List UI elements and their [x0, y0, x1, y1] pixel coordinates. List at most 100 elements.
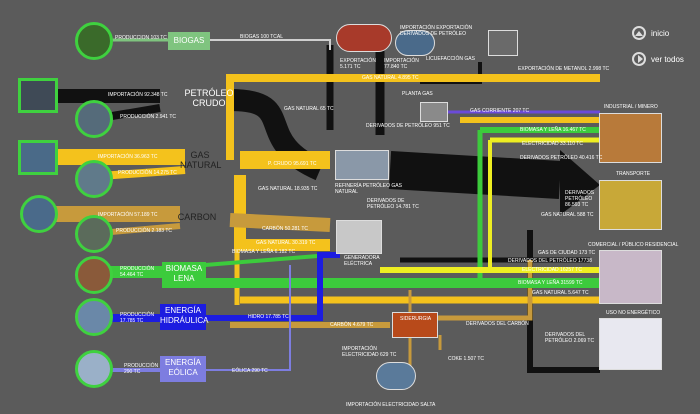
prod-gas-label: PRODUCCIÓN 14.275 TC — [118, 170, 177, 176]
inicio-label: inicio — [651, 28, 670, 38]
inicio-button[interactable]: inicio — [632, 26, 669, 40]
export-metanol-label: EXPORTACIÓN DE METANOL 2.998 TC — [518, 66, 610, 72]
hidro-label: HIDRO 17.785 TC — [248, 314, 289, 320]
biomasa-6182-label: BIOMASA Y LEÑA 6.182 TC — [232, 249, 296, 255]
derivados-951-label: DERIVADOS DE PETRÓLEO 951 TC — [366, 123, 450, 129]
refineria-label: REFINERÍA PETRÓLEO GAS NATURAL — [335, 183, 402, 195]
derivados-40416-label: DERIVADOS PETRÓLEO 40.416 TC — [520, 155, 603, 161]
up-arrow-icon — [632, 26, 646, 40]
importacion-label: IMPORTACIÓN 77.840 TC — [384, 58, 419, 70]
uso-no-energetico-label: USO NO ENERGÉTICO — [606, 310, 661, 316]
derivados-14781-label: DERIVADOS DE PETRÓLEO 14.781 TC — [367, 198, 419, 210]
import-elec-salta-label: IMPORTACIÓN ELECTRICIDAD SALTA — [346, 402, 436, 408]
gas-ciudad-label: GAS DE CIUDAD 173 TC — [538, 250, 596, 256]
prod-biogas-label: PRODUCCION 103 TC — [115, 35, 167, 41]
import-carbon-label: IMPORTACIÓN 57.189 TC — [98, 212, 158, 218]
gas-corriente-label: GAS CORRIENTE 207 TC — [470, 108, 530, 114]
carbon-node[interactable]: CARBON — [177, 212, 217, 222]
biogas-100-label: BIOGAS 100 TCAL — [240, 34, 283, 40]
gas-natural-pet-label: GAS NATURAL 65 TC — [284, 106, 334, 112]
derivados-2069-label: DERIVADOS DEL PETRÓLEO 2.069 TC — [545, 332, 595, 344]
petroleo-prod-image — [75, 100, 113, 138]
eolica-image — [75, 350, 113, 388]
derivados-carbon-label: DERIVADOS DEL CARBÓN — [466, 321, 529, 327]
tanker-image — [336, 24, 392, 52]
import-petroleo-label: IMPORTACIÓN 92.348 TC — [108, 92, 168, 98]
carbon-4679-label: CARBÓN 4.679 TC — [330, 322, 374, 328]
play-icon — [632, 52, 646, 66]
electricidad-16257-label: ELECTRICIDAD 16257 TC — [522, 267, 582, 273]
derivados-86-label: DERIVADOS PETRÓLEO 86.593 TC — [565, 190, 595, 208]
biomasa-generadora — [204, 253, 331, 267]
siderurgia-label: SIDERURGIA — [400, 316, 432, 322]
planta-gas-image — [420, 102, 448, 122]
gas-import-image — [18, 140, 58, 175]
comercial-label: COMERCIAL / PÚBLICO RESIDENCIAL — [588, 242, 679, 248]
industrial-label: INDUSTRIAL / MINERO — [604, 104, 658, 110]
gas-natural-588-label: GAS NATURAL 588 TC — [541, 212, 594, 218]
carbon-50281-label: CARBÓN 50.281 TC — [262, 226, 309, 232]
gas-prod-flow — [99, 166, 186, 180]
generadora-label: GENERADORA ELÉCTRICA — [344, 255, 380, 267]
generator-image — [336, 220, 382, 254]
biogas-out — [210, 39, 331, 50]
carbon-prod-image — [75, 215, 113, 253]
refinery-to-transport — [388, 151, 562, 199]
prod-petroleo-label: PRODUCCIÓN 2.941 TC — [120, 114, 177, 120]
biomasa-image — [75, 256, 113, 294]
ver-todos-label: ver todos — [651, 54, 684, 64]
import-gas-label: IMPORTACIÓN 36.963 TC — [98, 154, 158, 160]
prod-biomasa-label: PRODUCCIÓN 54.464 TC — [120, 266, 155, 278]
prod-carbon-label: PRODUCCIÓN 2.183 TC — [116, 228, 173, 234]
siderurgia-image — [392, 312, 438, 338]
hidro-generadora — [205, 252, 340, 321]
biomasa-node[interactable]: BIOMASA LENA — [162, 262, 206, 288]
import-elec-image — [376, 362, 416, 390]
hidraulica-node[interactable]: ENERGÍA HIDRÁULICA — [160, 304, 208, 330]
gas-generadora — [234, 175, 330, 251]
prod-eolica-label: PRODUCCIÓN 290 TC — [124, 363, 159, 375]
exportacion-label: EXPORTACIÓN 5.171 TC — [340, 58, 376, 70]
port-image — [395, 30, 435, 56]
eolica-node[interactable]: ENERGÍA EÓLICA — [160, 356, 206, 382]
coke-label: COKE 1.507 TC — [448, 356, 485, 362]
gas-natural-30-label: GAS NATURAL 30.319 TC — [256, 240, 316, 246]
gas-main-up — [226, 74, 600, 160]
eolica-generadora — [205, 265, 291, 371]
hidro-image — [75, 298, 113, 336]
licuefaccion-label: LICUEFACCIÓN GAS — [426, 56, 475, 62]
eolica-290-label: EÓLICA 290 TC — [232, 368, 268, 374]
gas-natural-5647-label: GAS NATURAL 5.647 TC — [532, 290, 589, 296]
ver-todos-button[interactable]: ver todos — [632, 52, 684, 66]
import-elec-629-label: IMPORTACIÓN ELECTRICIDAD 629 TC — [342, 346, 397, 358]
biomasa-leña-label: BIOMASA Y LEÑA 16.467 TC — [520, 127, 586, 133]
biogas-node[interactable]: BIOGAS — [168, 32, 210, 50]
carbon-import-image — [20, 195, 58, 233]
methanol-image — [488, 30, 518, 56]
prod-hidro-label: PRODUCCIÓN 17.785 TC — [120, 312, 155, 324]
biogas-source-image — [75, 22, 113, 60]
petroleo-import-image — [18, 78, 58, 113]
gas-prod-image — [75, 160, 113, 198]
transport-arrow — [560, 150, 600, 215]
biomasa-31599-label: BIOMASA Y LEÑA 31599 TC — [518, 280, 583, 286]
refinery-image — [335, 150, 389, 180]
industrial-image — [599, 113, 662, 163]
planta-gas-label: PLANTA GAS — [402, 91, 433, 97]
gas-natural-node[interactable]: GAS NATURAL — [180, 150, 222, 170]
petroleo-node[interactable]: PETRÓLEO CRUDO — [184, 88, 234, 108]
carbon-generadora — [229, 213, 331, 232]
gas-natural-4895-label: GAS NATURAL 4.895 TC — [362, 75, 419, 81]
comercial-image — [599, 250, 662, 304]
derivados-17738-label: DERIVADOS DEL PETRÓLEO 17738 — [508, 258, 592, 264]
transporte-label: TRANSPORTE — [616, 171, 651, 177]
electricidad-331-label: ELECTRICIDAD 33.110 TC — [522, 141, 583, 147]
transporte-image — [599, 180, 662, 230]
gas-natural-18-label: GAS NATURAL 18.935 TC — [258, 186, 318, 192]
p-crudo-label: P. CRUDO 95.691 TC — [268, 161, 317, 167]
carbon-prod-flow — [99, 223, 181, 236]
import-export-title: IMPORTACIÓN EXPORTACIÓN DERIVADOS DE PET… — [400, 25, 473, 37]
uso-no-energetico-image — [599, 318, 662, 370]
